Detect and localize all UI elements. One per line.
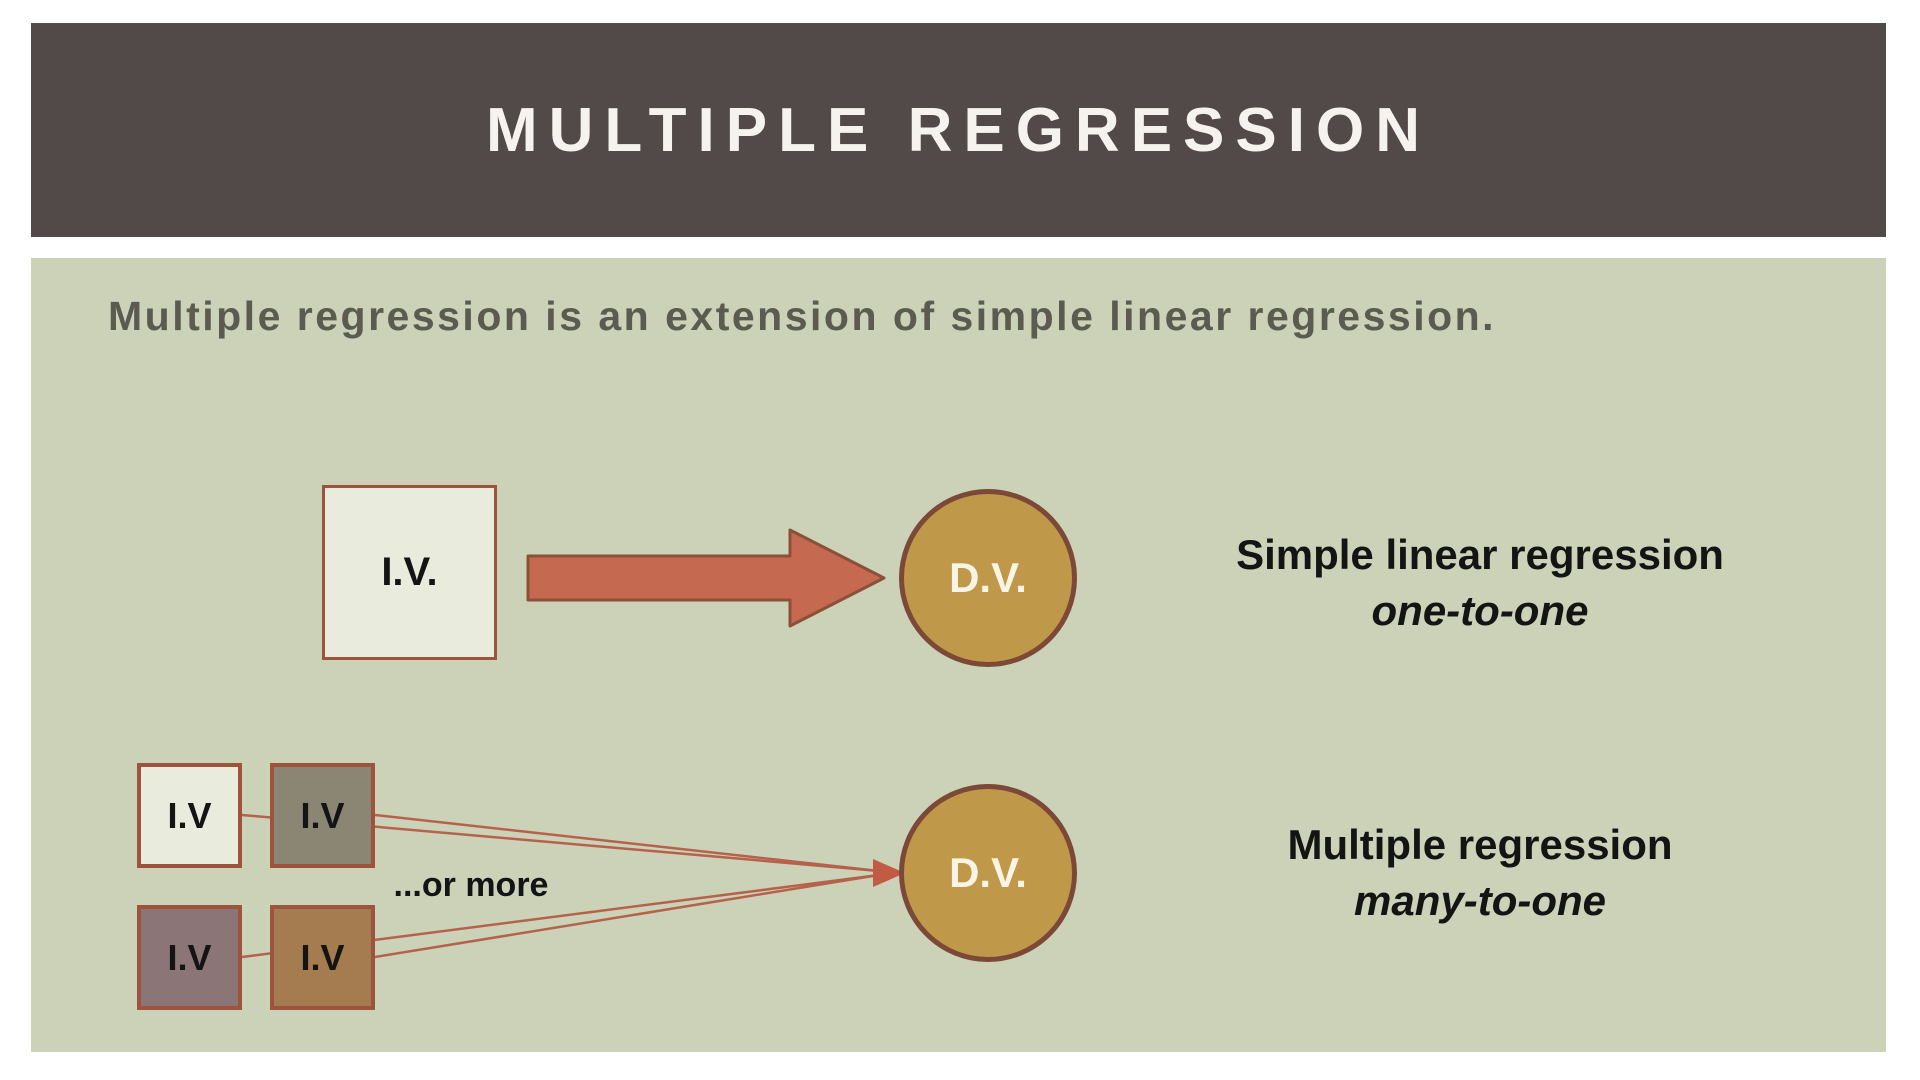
dv-circle-simple-label: D.V. (949, 554, 1027, 601)
iv-box-3-label: I.V (167, 936, 212, 978)
caption-multiple: Multiple regression many-to-one (1170, 817, 1790, 929)
iv-box-2: I.V (270, 763, 375, 868)
iv-box-simple: I.V. (322, 485, 497, 660)
slide-title-bar: MULTIPLE REGRESSION (31, 23, 1886, 237)
connector-arrowhead (873, 859, 905, 887)
slide-title: MULTIPLE REGRESSION (485, 95, 1431, 165)
subtitle-text: Multiple regression is an extension of s… (108, 293, 1497, 339)
dv-circle-multiple-label: D.V. (949, 849, 1027, 896)
dv-circle-multiple: D.V. (899, 784, 1077, 962)
flow-arrow-shape (526, 528, 886, 628)
iv-box-1: I.V (137, 763, 242, 868)
caption-simple: Simple linear regression one-to-one (1170, 527, 1790, 639)
iv-box-3: I.V (137, 905, 242, 1010)
caption-simple-line2: one-to-one (1371, 587, 1589, 634)
connector-line-4 (374, 873, 880, 959)
connector-line-2 (374, 813, 880, 873)
caption-simple-line1: Simple linear regression (1236, 531, 1724, 578)
slide-body: Multiple regression is an extension of s… (31, 258, 1886, 1052)
caption-multiple-line1: Multiple regression (1287, 821, 1673, 868)
iv-box-1-label: I.V (167, 794, 212, 836)
iv-box-2-label: I.V (300, 794, 345, 836)
caption-multiple-line2: many-to-one (1354, 877, 1606, 924)
iv-box-4: I.V (270, 905, 375, 1010)
iv-box-4-label: I.V (300, 936, 345, 978)
dv-circle-simple: D.V. (899, 489, 1077, 667)
or-more-label: ...or more (393, 866, 549, 904)
iv-box-simple-label: I.V. (381, 550, 438, 594)
